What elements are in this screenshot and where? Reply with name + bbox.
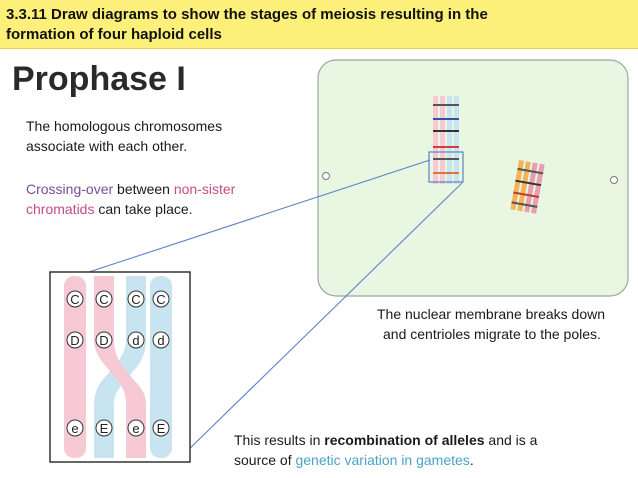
allele-E-4: E xyxy=(157,421,166,436)
allele-C-3: C xyxy=(131,292,140,307)
chromatid-4 xyxy=(150,276,172,458)
chromosome-bundle-right xyxy=(510,159,545,214)
membrane-text-line1: The nuclear membrane breaks down xyxy=(377,306,606,322)
crossing-between: between xyxy=(113,181,174,197)
allele-e-1: e xyxy=(71,421,78,436)
header-banner: 3.3.11 Draw diagrams to show the stages … xyxy=(0,0,638,49)
allele-row-1: C C C C xyxy=(66,290,170,308)
allele-D-1: D xyxy=(70,333,79,348)
cell-outline xyxy=(317,59,629,297)
page-title: Prophase I xyxy=(12,60,186,98)
crossing-over-text: Crossing-over between non-sister chromat… xyxy=(26,179,235,219)
chromatids-term: chromatids xyxy=(26,201,95,217)
allele-d-4: d xyxy=(157,333,164,348)
allele-labels: C C C C D D d d e E e E xyxy=(66,290,170,437)
allele-e-3: e xyxy=(132,421,139,436)
recombination-term: recombination of alleles xyxy=(324,432,485,448)
chromatid-1 xyxy=(64,276,86,458)
allele-C-2: C xyxy=(99,292,108,307)
allele-C-4: C xyxy=(156,292,165,307)
non-sister-term: non-sister xyxy=(173,181,236,197)
homologous-text: The homologous chromosomes associate wit… xyxy=(26,116,222,156)
allele-row-2: D D d d xyxy=(66,331,170,349)
magnified-chromatids xyxy=(64,276,172,458)
chromatid-2 xyxy=(94,276,146,458)
membrane-text-line2: and centrioles migrate to the poles. xyxy=(383,326,601,342)
centriole-left xyxy=(322,172,330,180)
connector-line-top xyxy=(85,159,431,274)
connector-line-bottom xyxy=(181,182,463,457)
recomb-part4: source of xyxy=(234,452,296,468)
crossing-tail: can take place. xyxy=(94,201,193,217)
homologous-text-line2: associate with each other. xyxy=(26,138,188,154)
banner-title-line2: formation of four haploid cells xyxy=(6,26,222,43)
recomb-part6: . xyxy=(469,452,474,468)
homologous-text-line1: The homologous chromosomes xyxy=(26,118,223,134)
recomb-part1: This results in xyxy=(234,432,325,448)
recomb-part3: and is a xyxy=(484,432,538,448)
banner-title-line1: 3.3.11 Draw diagrams to show the stages … xyxy=(6,6,488,23)
allele-d-3: d xyxy=(132,333,139,348)
genetic-variation-term: genetic variation in gametes xyxy=(295,452,470,468)
allele-D-2: D xyxy=(99,333,108,348)
membrane-text: The nuclear membrane breaks down and cen… xyxy=(377,304,605,344)
crossing-over-term: Crossing-over xyxy=(26,181,114,197)
allele-C-1: C xyxy=(70,292,79,307)
allele-E-2: E xyxy=(100,421,109,436)
recombination-text: This results in recombination of alleles… xyxy=(234,430,537,470)
chromosome-bundle-upper xyxy=(428,96,464,184)
centriole-right xyxy=(610,176,618,184)
allele-row-3: e E e E xyxy=(66,419,170,437)
